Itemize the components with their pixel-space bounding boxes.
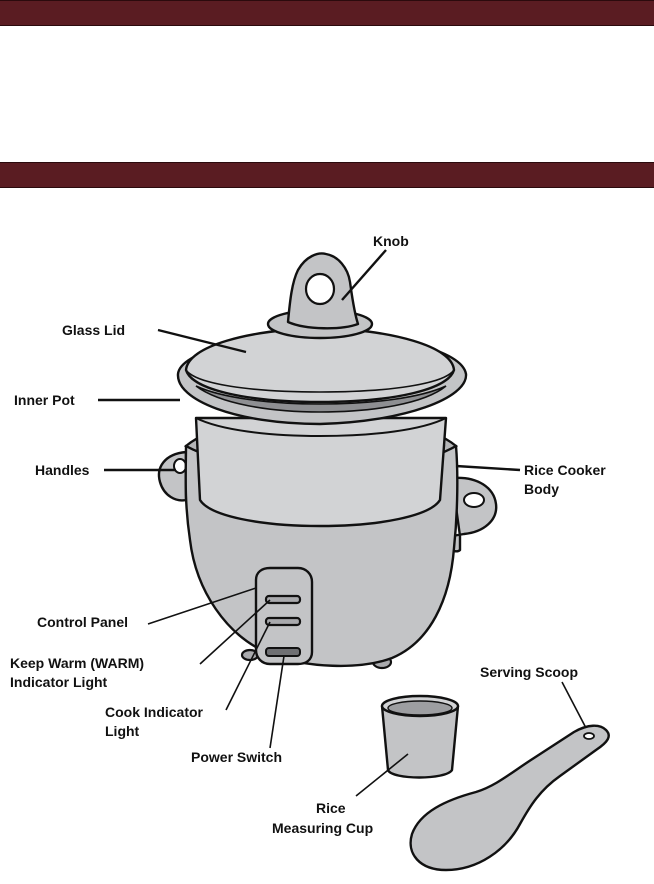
power-switch: [265, 647, 301, 657]
leader-power-switch: [269, 655, 285, 749]
label-rice-cooker-body-line2: Body: [524, 481, 559, 497]
label-keep-warm-line1: Keep Warm (WARM): [10, 655, 144, 671]
leader-measuring-cup: [355, 753, 409, 797]
handle-right-hole: [463, 492, 485, 508]
label-keep-warm-line2: Indicator Light: [10, 674, 108, 690]
label-handles: Handles: [35, 462, 90, 478]
control-panel: [254, 566, 314, 666]
serving-scoop: [409, 724, 610, 872]
control-panel-frame: [254, 566, 314, 666]
label-rice-cooker-body-line1: Rice Cooker: [524, 462, 606, 478]
handle-right: [450, 476, 498, 553]
header-band-middle: [0, 162, 654, 188]
label-cook-indicator-line1: Cook Indicator: [105, 704, 204, 720]
header-band-top: [0, 0, 654, 26]
leader-rice-cooker-body: [455, 464, 521, 472]
label-knob: Knob: [373, 233, 409, 249]
knob: [286, 252, 360, 330]
label-glass-lid: Glass Lid: [62, 322, 125, 338]
knob-hole: [304, 272, 336, 306]
leader-cook-indicator: [225, 621, 271, 711]
leader-serving-scoop: [561, 681, 587, 729]
inner-pot: [194, 416, 448, 528]
cook-indicator-light: [264, 616, 302, 627]
leader-control-panel: [147, 587, 257, 625]
label-measuring-cup-line1: Rice: [316, 800, 346, 816]
scoop-hole: [583, 732, 595, 740]
label-control-panel: Control Panel: [37, 614, 128, 630]
leader-glass-lid: [157, 328, 247, 354]
leader-knob: [341, 249, 387, 301]
label-inner-pot: Inner Pot: [14, 392, 75, 408]
scoop-body: [409, 724, 610, 872]
leader-lines: [98, 249, 587, 797]
label-measuring-cup-line2: Measuring Cup: [272, 820, 373, 836]
leader-keep-warm: [199, 599, 271, 665]
inner-pot-wall: [194, 416, 448, 528]
glass-lid: [176, 308, 468, 426]
labels: Knob Glass Lid Inner Pot Handles Rice Co…: [10, 233, 606, 836]
label-power-switch: Power Switch: [191, 749, 282, 765]
label-cook-indicator-line2: Light: [105, 723, 140, 739]
keep-warm-light: [264, 594, 302, 605]
label-serving-scoop: Serving Scoop: [480, 664, 578, 680]
